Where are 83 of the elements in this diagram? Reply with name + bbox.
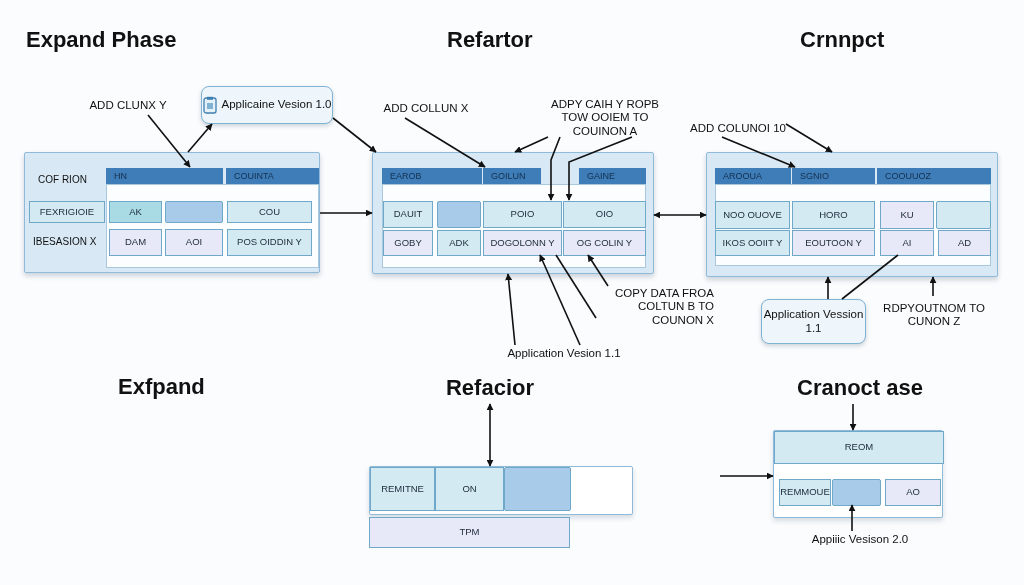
table-cell: NOO OUOVE bbox=[715, 201, 790, 229]
table-cell: DAUIT bbox=[383, 201, 433, 228]
table-cell: FEXRIGIOIE bbox=[29, 201, 105, 223]
column-header: COOUUOZ bbox=[877, 168, 991, 184]
table-cell bbox=[936, 201, 991, 229]
phase-heading: Refartor bbox=[447, 27, 533, 53]
table-cell: HORO bbox=[792, 201, 875, 229]
version-callout: Application Vession 1.1 bbox=[761, 299, 866, 344]
column-header: GAINE bbox=[579, 168, 646, 184]
arrow bbox=[653, 211, 707, 219]
arrow bbox=[404, 117, 486, 168]
annotation-text: RDPYOUTNOM TO CUNON Z bbox=[880, 296, 988, 334]
table-cell: ADK bbox=[437, 230, 481, 256]
annotation-text: Application Vesion 1.1 bbox=[488, 345, 640, 363]
table-panel bbox=[773, 430, 943, 518]
arrow bbox=[824, 276, 832, 300]
table-cell: POS OIDDIN Y bbox=[227, 229, 312, 256]
arrow bbox=[849, 403, 857, 431]
table-cell: COU bbox=[227, 201, 312, 223]
arrow bbox=[719, 472, 774, 480]
table-cell: GOBY bbox=[383, 230, 433, 256]
table-cell: AO bbox=[885, 479, 941, 506]
table-cell: REMITNE bbox=[370, 467, 435, 511]
version-callout bbox=[201, 86, 333, 124]
table-cell: EOUTOON Y bbox=[792, 230, 875, 256]
column-header: GOILUN bbox=[483, 168, 541, 184]
table-cell: ON bbox=[435, 467, 504, 511]
arrow bbox=[505, 273, 516, 346]
table-cell: POIO bbox=[483, 201, 562, 228]
arrow bbox=[147, 114, 191, 168]
annotation-text: Appiiic Vesison 2.0 bbox=[790, 531, 930, 549]
table-cell: AOI bbox=[165, 229, 223, 256]
table-cell: DAM bbox=[109, 229, 162, 256]
table-cell: OG COLIN Y bbox=[563, 230, 646, 256]
table-cell: AD bbox=[938, 230, 991, 256]
table-cell: KU bbox=[880, 201, 934, 229]
row-label: COF RION bbox=[38, 174, 87, 185]
annotation-text: ADD COLLUN X bbox=[376, 100, 476, 118]
annotation-text: ADPY CAIH Y ROPB TOW OOIEM TO COUINON A bbox=[538, 99, 672, 137]
arrow bbox=[187, 123, 213, 153]
annotation-text: ADD COLUNOI 10 bbox=[690, 121, 786, 137]
phase-heading: Crnnpct bbox=[800, 27, 885, 53]
arrow bbox=[565, 136, 633, 201]
column-header: HN bbox=[106, 168, 223, 184]
annotation-text: COPY DATA FROA COLTUN B TO COUNON X bbox=[596, 286, 714, 328]
phase-heading: Exfpand bbox=[118, 374, 205, 400]
column-header: COUINTA bbox=[226, 168, 319, 184]
arrow bbox=[514, 136, 549, 153]
table-cell: IKOS OOIIT Y bbox=[715, 230, 790, 256]
row-label: IBESASION X bbox=[33, 236, 97, 247]
annotation-text: ADD CLUNX Y bbox=[76, 97, 180, 115]
phase-heading: Refacior bbox=[425, 372, 555, 404]
callout-text: Applicaine Vesion 1.0 bbox=[221, 98, 332, 112]
table-panel bbox=[369, 466, 633, 515]
table-cell bbox=[165, 201, 223, 223]
table-cell: DOGOLONN Y bbox=[483, 230, 562, 256]
phase-heading: Expand Phase bbox=[26, 27, 177, 53]
arrow bbox=[848, 504, 856, 532]
arrow bbox=[319, 209, 373, 217]
phase-heading: Cranoct ase bbox=[770, 372, 950, 404]
column-header: SGNIO bbox=[792, 168, 875, 184]
table-cell bbox=[504, 467, 571, 511]
arrow bbox=[486, 403, 494, 467]
table-cell: AI bbox=[880, 230, 934, 256]
table-cell: OIO bbox=[563, 201, 646, 228]
table-cell: TPM bbox=[369, 517, 570, 548]
table-cell: REOM bbox=[774, 431, 944, 464]
arrow bbox=[332, 117, 377, 153]
arrow bbox=[547, 136, 561, 201]
column-header: EAROB bbox=[382, 168, 482, 184]
arrow bbox=[587, 254, 609, 287]
arrow bbox=[785, 123, 833, 153]
arrow bbox=[539, 254, 581, 346]
table-cell: AK bbox=[109, 201, 162, 223]
table-cell bbox=[437, 201, 481, 228]
table-panel bbox=[372, 152, 654, 274]
table-cell bbox=[832, 479, 881, 506]
table-cell: REMMOUE bbox=[779, 479, 831, 506]
table-panel bbox=[706, 152, 998, 277]
table-panel bbox=[24, 152, 320, 273]
column-header: AROOUA bbox=[715, 168, 791, 184]
arrow bbox=[721, 136, 796, 168]
arrow bbox=[929, 276, 937, 297]
